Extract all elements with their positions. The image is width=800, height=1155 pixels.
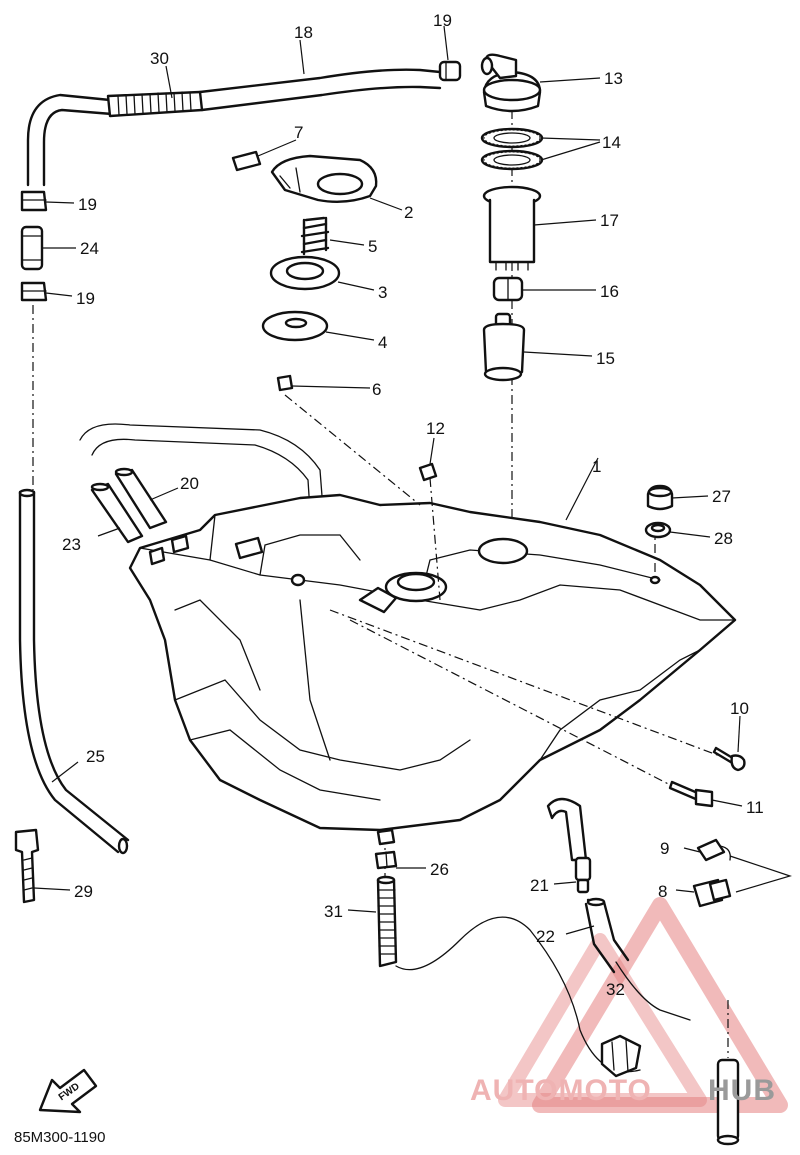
label-30: 30 [150, 49, 169, 68]
label-18: 18 [294, 23, 313, 42]
filter-17 [482, 185, 542, 271]
fuel-tank-1 [128, 493, 737, 832]
label-13: 13 [604, 69, 623, 88]
screw-6 [276, 374, 294, 392]
label-24: 24 [80, 239, 99, 258]
breather-hose-30 [26, 90, 204, 187]
pin-7 [231, 150, 262, 172]
label-29: 29 [74, 882, 93, 901]
seal-4 [261, 310, 329, 342]
watermark-logo [498, 897, 788, 1113]
hose-31 [376, 875, 398, 968]
grommet-28 [644, 521, 672, 539]
leader-lines [33, 25, 743, 935]
clip-26 [374, 828, 398, 870]
watermark-part1: AUTOMOTO [470, 1074, 652, 1107]
watermark-text: AUTOMOTO HUB [470, 1074, 776, 1107]
hose-clamp-19-upper [20, 190, 48, 212]
bolt-10 [712, 746, 746, 772]
clip-32 [600, 1034, 642, 1078]
label-5: 5 [368, 237, 377, 256]
label-17: 17 [600, 211, 619, 230]
cock-15 [482, 312, 526, 382]
hose-clamp-19-lower [20, 281, 48, 302]
hose-clamp-19-top [438, 60, 462, 82]
spring-5 [300, 216, 330, 256]
label-26: 26 [430, 860, 449, 879]
label-2: 2 [404, 203, 413, 222]
label-31: 31 [324, 902, 343, 921]
fwd-arrow-icon: FWD [38, 1068, 98, 1114]
hose-23 [90, 482, 144, 544]
joint-21 [574, 856, 592, 894]
hose-joint-24 [20, 225, 44, 271]
label-19-top: 19 [433, 11, 452, 30]
breather-hose-18 [198, 68, 442, 112]
label-32: 32 [606, 980, 625, 999]
label-7: 7 [294, 123, 303, 142]
label-8: 8 [658, 882, 667, 901]
label-27: 27 [712, 487, 731, 506]
clip-9 [696, 838, 731, 862]
label-11: 11 [746, 798, 764, 817]
gasket-3 [269, 255, 341, 291]
strap-29 [14, 828, 40, 904]
label-23: 23 [62, 535, 81, 554]
label-9: 9 [660, 839, 669, 858]
cap-lock-2 [270, 154, 378, 203]
label-16: 16 [600, 282, 619, 301]
clamp-16 [492, 276, 524, 302]
label-19-lower: 19 [76, 289, 95, 308]
label-20: 20 [180, 474, 199, 493]
hose-20 [114, 467, 168, 530]
damper-12 [418, 462, 438, 482]
label-6: 6 [372, 380, 381, 399]
washer-14-upper [480, 127, 544, 149]
label-15: 15 [596, 349, 615, 368]
bolt-11 [668, 780, 714, 808]
label-3: 3 [378, 283, 387, 302]
label-4: 4 [378, 333, 387, 352]
bracket-8 [692, 878, 732, 908]
fuel-hose-end [716, 1058, 740, 1146]
grommet-27 [646, 484, 674, 511]
diagram-code: 85M300-1190 [14, 1129, 105, 1146]
label-14: 14 [602, 133, 621, 152]
watermark-part2: HUB [708, 1074, 776, 1107]
callout-labels: 1 2 3 4 5 6 7 8 9 10 11 12 13 14 15 16 1… [62, 11, 764, 999]
hose-22 [584, 897, 630, 974]
label-25: 25 [86, 747, 105, 766]
breather-cap-13 [480, 53, 542, 113]
label-12: 12 [426, 419, 445, 438]
label-19-upper: 19 [78, 195, 97, 214]
label-21: 21 [530, 876, 549, 895]
washer-14-lower [480, 149, 544, 171]
label-28: 28 [714, 529, 733, 548]
drain-hose-25 [18, 488, 130, 855]
hose-outlet [546, 797, 588, 862]
label-22: 22 [536, 927, 555, 946]
label-1: 1 [592, 457, 601, 476]
label-10: 10 [730, 699, 749, 718]
